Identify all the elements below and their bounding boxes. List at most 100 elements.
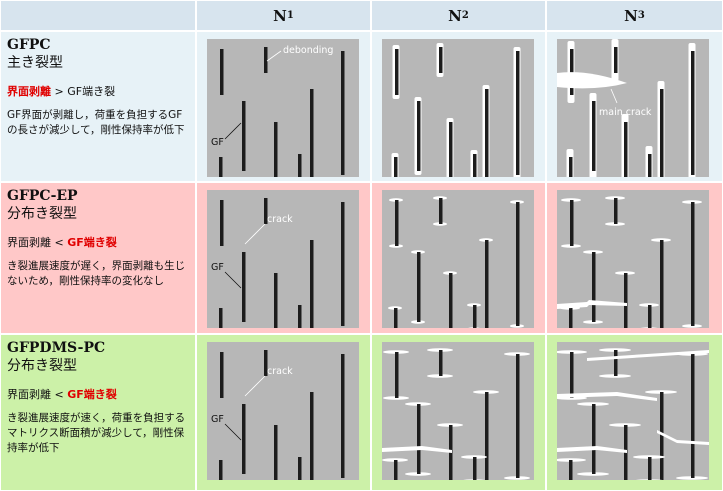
debonding-label-leader — [266, 50, 282, 62]
glass-fiber — [691, 51, 695, 175]
comparison-right: GF端き裂 — [67, 85, 116, 98]
cell-r0-c1 — [371, 31, 546, 182]
glass-fiber — [417, 404, 421, 474]
propagated-crack — [557, 392, 657, 401]
glass-fiber — [569, 460, 573, 480]
matrix — [382, 39, 534, 177]
cell-r0-c2: main crack — [546, 31, 723, 182]
mechanism-description: き裂進展速度が遅く，界面剥離も生じないため，剛性保持率の変化なし — [7, 260, 186, 287]
glass-fiber — [624, 122, 628, 177]
glass-fiber — [264, 350, 268, 376]
glass-fiber — [691, 354, 695, 478]
cell-r1-c1 — [371, 182, 546, 334]
header-n1-letter: N — [273, 6, 287, 25]
comparison-left: 界面剥離 — [7, 388, 51, 401]
main-crack-leader — [610, 88, 618, 104]
comparison-left: 界面剥離 — [7, 85, 51, 98]
comparison-operator: < — [51, 388, 68, 401]
cell-r1-c2 — [546, 182, 723, 334]
glass-fiber — [439, 350, 443, 376]
glass-fiber — [219, 157, 223, 177]
glass-fiber — [570, 200, 574, 246]
glass-fiber — [220, 352, 224, 398]
crack-label-leader — [244, 375, 266, 397]
matrix — [557, 39, 709, 177]
glass-fiber — [485, 240, 489, 328]
gf-label-leader — [224, 423, 242, 441]
glass-fiber — [570, 352, 574, 398]
glass-fiber — [624, 273, 628, 328]
gf-label: GF — [211, 414, 224, 425]
glass-fiber — [485, 392, 489, 480]
glass-fiber — [298, 154, 302, 177]
glass-fiber — [592, 101, 596, 171]
comparison-operator: < — [51, 236, 68, 249]
glass-fiber — [242, 101, 246, 171]
main-crack — [557, 72, 627, 89]
glass-fiber — [274, 122, 278, 177]
crack-label-leader — [244, 223, 266, 245]
specimen-panel-r0-c1 — [382, 39, 534, 177]
crack-type: 主き裂型 — [7, 55, 63, 71]
glass-fiber — [516, 202, 520, 326]
glass-fiber — [449, 122, 453, 177]
glass-fiber — [660, 392, 664, 480]
comparison-right: GF端き裂 — [67, 388, 117, 401]
glass-fiber — [691, 202, 695, 326]
mechanism-description: GF界面が剥離し，荷重を負担するGFの長さが減少して，剛性保持率が低下 — [7, 109, 185, 136]
comparison-operator: > — [51, 85, 68, 98]
matrix — [207, 342, 359, 480]
cell-r2-c2 — [546, 334, 723, 491]
specimen-panel-r1-c2 — [557, 190, 709, 328]
glass-fiber — [439, 198, 443, 224]
cell-r2-c1 — [371, 334, 546, 491]
glass-fiber — [341, 51, 345, 175]
glass-fiber — [592, 252, 596, 322]
header-n2-letter: N — [448, 6, 462, 25]
glass-fiber — [394, 157, 398, 177]
glass-fiber — [648, 305, 652, 328]
mechanism-comparison: 界面剥離 > GF端き裂 — [7, 85, 189, 99]
propagated-crack — [557, 300, 627, 309]
material-name: GFPC-EP — [7, 188, 78, 204]
glass-fiber — [648, 154, 652, 177]
glass-fiber — [648, 457, 652, 480]
glass-fiber — [341, 354, 345, 478]
glass-fiber — [395, 200, 399, 246]
crack-label: crack — [267, 366, 293, 377]
glass-fiber — [242, 252, 246, 322]
glass-fiber — [394, 460, 398, 480]
glass-fiber — [516, 51, 520, 175]
glass-fiber — [417, 101, 421, 171]
glass-fiber — [660, 240, 664, 328]
crack-type: 分布き裂型 — [7, 358, 77, 374]
glass-fiber — [569, 157, 573, 177]
glass-fiber — [310, 89, 314, 177]
glass-fiber — [473, 457, 477, 480]
matrix — [382, 342, 534, 480]
glass-fiber — [219, 460, 223, 480]
gf-label-leader — [224, 271, 242, 289]
glass-fiber — [274, 425, 278, 480]
glass-fiber — [341, 202, 345, 326]
glass-fiber — [220, 200, 224, 246]
specimen-panel-r0-c2: main crack — [557, 39, 709, 177]
header-n2-sub: 2 — [461, 10, 469, 21]
header-n3-sub: 3 — [637, 10, 645, 21]
specimen-panel-r1-c1 — [382, 190, 534, 328]
glass-fiber — [614, 198, 618, 224]
glass-fiber — [569, 308, 573, 328]
glass-fiber — [570, 49, 574, 95]
matrix — [382, 190, 534, 328]
header-corner — [0, 0, 196, 31]
propagated-crack — [382, 446, 452, 453]
